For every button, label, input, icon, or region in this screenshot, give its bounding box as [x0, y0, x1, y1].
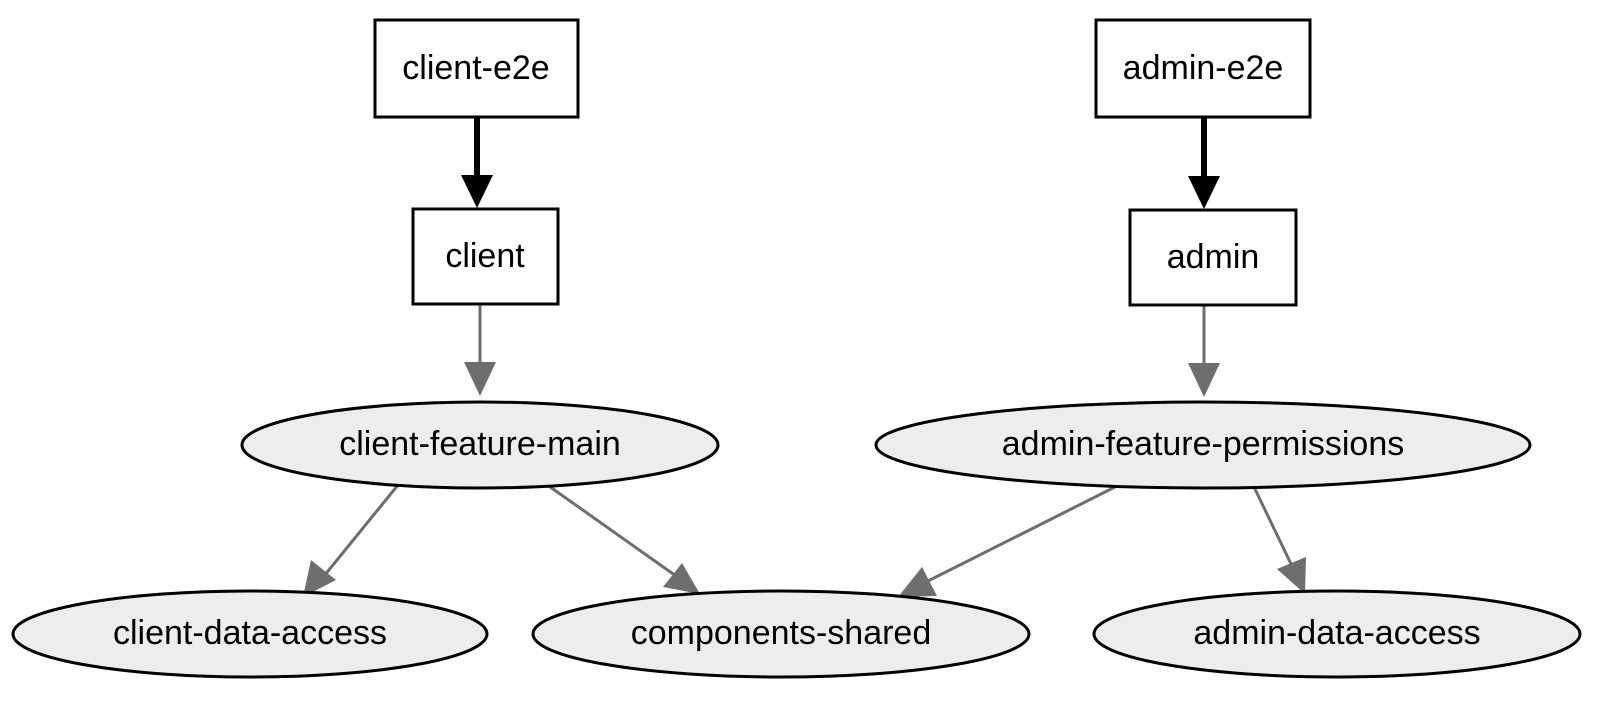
node-label: client-feature-main	[339, 425, 621, 463]
node-label: client	[445, 237, 525, 275]
edge-client-feature-main-to-components-shared[interactable]	[545, 482, 700, 594]
node-shape	[240, 400, 720, 490]
node-client-e2e[interactable]: client-e2e	[373, 18, 580, 119]
arrowhead-icon	[464, 362, 496, 396]
node-admin[interactable]: admin	[1128, 208, 1298, 307]
node-shape	[373, 18, 580, 119]
arrowhead-icon	[1188, 176, 1220, 209]
edge-admin-e2e-to-admin[interactable]	[1188, 117, 1220, 209]
node-admin-e2e[interactable]: admin-e2e	[1094, 18, 1312, 119]
node-admin-data-access[interactable]: admin-data-access	[1092, 589, 1582, 679]
node-label: admin	[1167, 238, 1260, 276]
edge-line	[923, 485, 1116, 585]
node-shape	[11, 589, 489, 679]
node-components-shared[interactable]: components-shared	[531, 589, 1031, 679]
node-client-data-access[interactable]: client-data-access	[11, 589, 489, 679]
node-client-feature-main[interactable]: client-feature-main	[240, 400, 720, 490]
node-shape	[874, 400, 1532, 490]
edge-line	[545, 482, 677, 578]
node-layer: client-e2e client admin-e2e admin client…	[11, 18, 1582, 679]
edge-admin-feature-permissions-to-components-shared[interactable]	[898, 485, 1116, 597]
node-shape	[411, 207, 560, 306]
node-admin-feature-permissions[interactable]: admin-feature-permissions	[874, 400, 1532, 490]
node-shape	[1092, 589, 1582, 679]
node-label: admin-feature-permissions	[1002, 425, 1405, 463]
node-shape	[1128, 208, 1298, 307]
edge-client-e2e-to-client[interactable]	[461, 117, 493, 208]
edge-admin-to-admin-feature-permissions[interactable]	[1188, 305, 1220, 397]
node-label: components-shared	[631, 614, 932, 652]
edge-client-to-client-feature-main[interactable]	[464, 304, 496, 396]
edge-layer	[303, 117, 1306, 597]
node-label: admin-e2e	[1123, 49, 1284, 87]
edge-line	[1252, 486, 1294, 567]
arrowhead-icon	[303, 560, 336, 597]
arrowhead-icon	[663, 563, 700, 594]
edge-admin-feature-permissions-to-admin-data-access[interactable]	[1252, 486, 1306, 594]
arrowhead-icon	[898, 567, 937, 597]
node-shape	[531, 589, 1031, 679]
edge-line	[322, 484, 400, 577]
node-label: client-data-access	[113, 614, 387, 652]
arrowhead-icon	[1277, 557, 1306, 594]
node-label: client-e2e	[402, 49, 549, 87]
node-client[interactable]: client	[411, 207, 560, 306]
node-shape	[1094, 18, 1312, 119]
edge-client-feature-main-to-client-data-access[interactable]	[303, 484, 400, 597]
node-label: admin-data-access	[1193, 614, 1480, 652]
arrowhead-icon	[1188, 363, 1220, 397]
arrowhead-icon	[461, 175, 493, 208]
